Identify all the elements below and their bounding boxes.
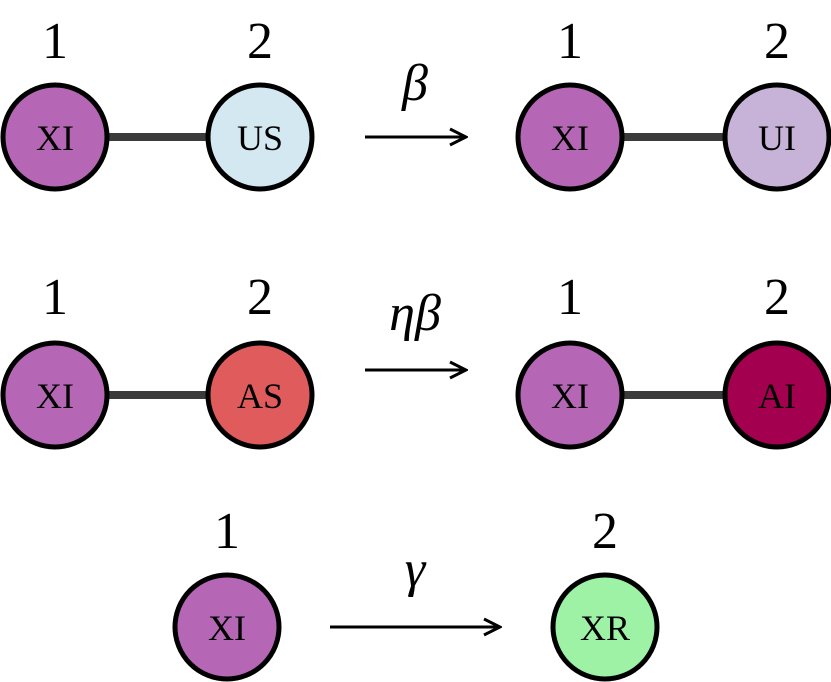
rate-label: γ	[405, 541, 427, 598]
node-number: 1	[214, 503, 240, 560]
node-label: XI	[36, 376, 74, 416]
node-label: UI	[758, 118, 796, 158]
node-number: 1	[557, 269, 583, 326]
pair-after: 1 2 XI AI	[515, 269, 831, 450]
node-label: XI	[551, 118, 589, 158]
node-number: 2	[592, 503, 618, 560]
node-xi	[515, 82, 625, 192]
node-xi	[172, 572, 282, 682]
node-label: XI	[551, 376, 589, 416]
pair-after: 1 2 XI UI	[515, 13, 831, 192]
node-label: XI	[208, 608, 246, 648]
node-label: AI	[758, 376, 796, 416]
transition-eta-beta: 1 2 XI AS ηβ 1 2 XI AI	[0, 269, 831, 450]
node-xr	[550, 572, 660, 682]
node-label: XR	[580, 608, 630, 648]
transition-beta: 1 2 XI US β 1 2 XI UI	[0, 13, 831, 192]
node-number: 2	[764, 13, 790, 70]
pair-before: 1 2 XI AS	[0, 269, 315, 450]
transition-gamma: 1 XI γ 2 XR	[172, 503, 660, 682]
node-label: XI	[36, 118, 74, 158]
node-xi	[0, 82, 110, 192]
node-number: 1	[557, 13, 583, 70]
node-as	[205, 340, 315, 450]
node-us	[205, 82, 315, 192]
rate-label: ηβ	[389, 285, 441, 342]
node-number: 1	[42, 13, 68, 70]
pair-before: 1 2 XI US	[0, 13, 315, 192]
node-number: 1	[42, 269, 68, 326]
node-label: US	[237, 118, 283, 158]
node-ai	[722, 340, 831, 450]
node-label: AS	[237, 376, 283, 416]
node-number: 2	[247, 269, 273, 326]
node-xi	[515, 340, 625, 450]
node-number: 2	[764, 269, 790, 326]
node-number: 2	[247, 13, 273, 70]
node-xi	[0, 340, 110, 450]
rate-label: β	[401, 55, 428, 112]
node-ui	[722, 82, 831, 192]
